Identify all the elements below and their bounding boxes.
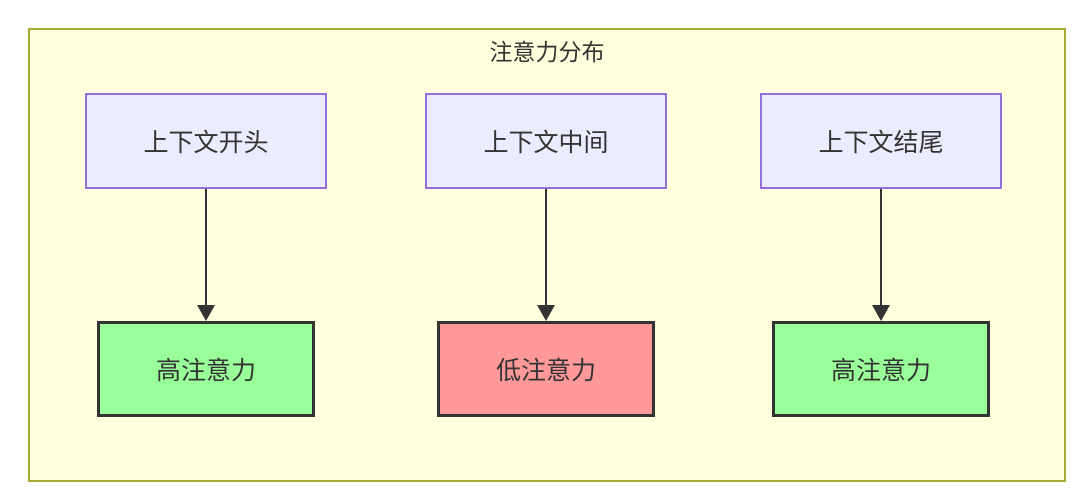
arrow-down-icon: [197, 189, 215, 321]
node-label: 上下文结尾: [818, 129, 944, 157]
arrow-shaft: [880, 189, 882, 307]
node-label: 上下文开头: [143, 129, 269, 157]
node-result-3: 高注意力: [772, 321, 990, 417]
diagram-title: 注意力分布: [489, 39, 605, 65]
arrow-shaft: [545, 189, 547, 307]
node-context-start: 上下文开头: [85, 93, 327, 189]
arrowhead-icon: [197, 305, 215, 321]
node-context-end: 上下文结尾: [760, 93, 1002, 189]
node-context-middle: 上下文中间: [425, 93, 667, 189]
arrowhead-icon: [872, 305, 890, 321]
arrow-shaft: [205, 189, 207, 307]
arrow-down-icon: [872, 189, 890, 321]
node-label: 高注意力: [155, 357, 256, 385]
arrow-down-icon: [537, 189, 555, 321]
node-label: 高注意力: [830, 357, 931, 385]
node-result-1: 高注意力: [97, 321, 315, 417]
node-label: 上下文中间: [483, 129, 609, 157]
arrowhead-icon: [537, 305, 555, 321]
node-result-2: 低注意力: [437, 321, 655, 417]
node-label: 低注意力: [495, 357, 596, 385]
